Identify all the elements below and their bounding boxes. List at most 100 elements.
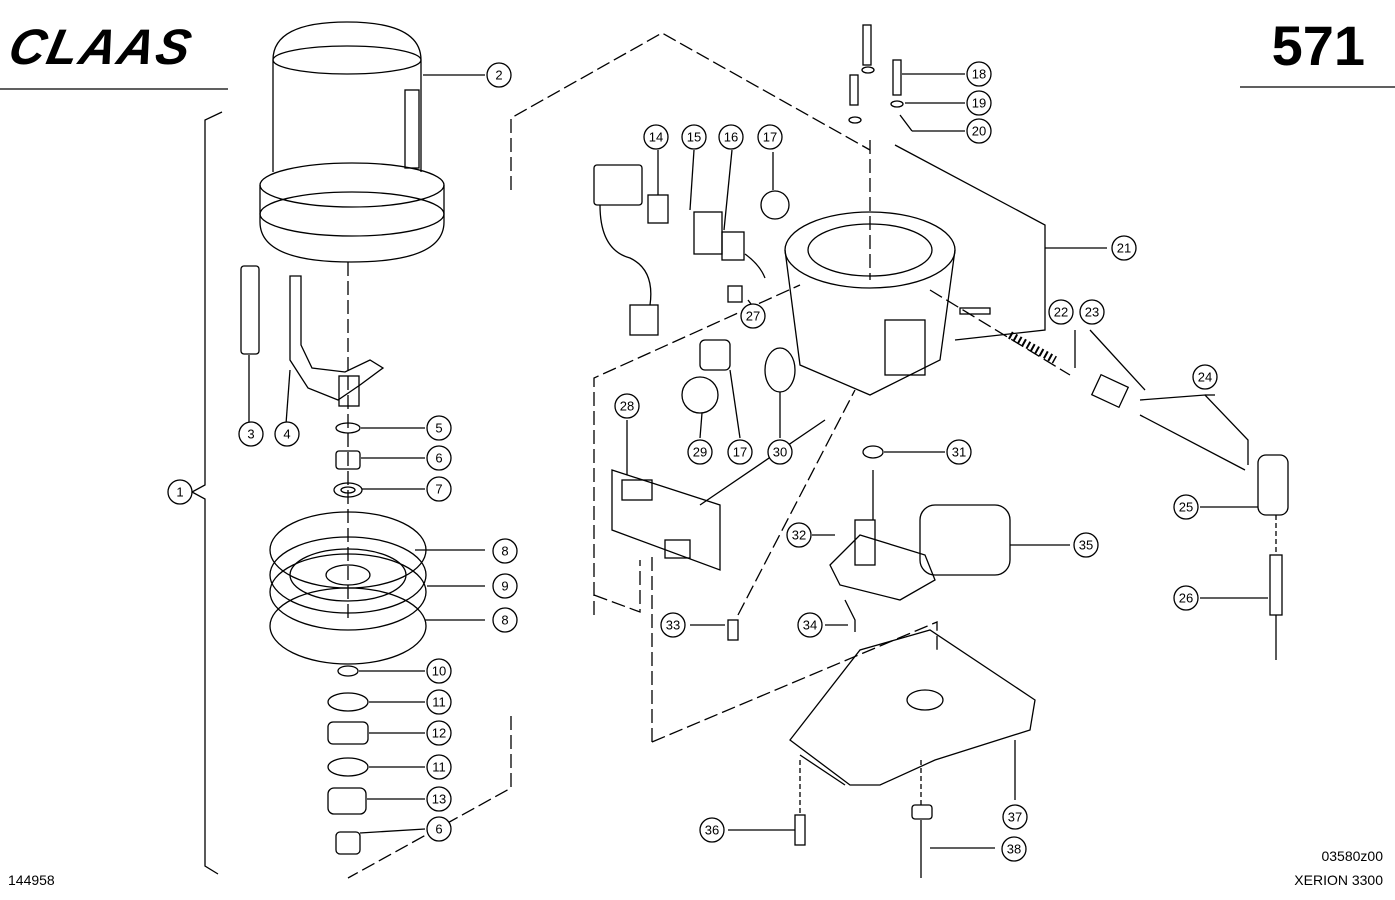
callout-label: 19 [972, 96, 986, 111]
callout-label: 12 [432, 726, 446, 741]
drawing-code: 03580z00 [1321, 848, 1383, 864]
callout-label: 10 [432, 664, 446, 679]
callout-c35: 35 [1073, 532, 1099, 558]
reservoir-container [259, 21, 445, 263]
circlip-11a [327, 692, 369, 712]
callout-label: 11 [432, 760, 446, 775]
circlip-11b [327, 757, 369, 777]
callout-label: 28 [620, 399, 634, 414]
callout-c33: 33 [660, 612, 686, 638]
callout-c36: 36 [699, 817, 725, 843]
callout-c8a: 8 [492, 538, 518, 564]
callout-c8b: 8 [492, 607, 518, 633]
bearing-13 [327, 787, 367, 815]
callout-c23: 23 [1079, 299, 1105, 325]
callout-c26: 26 [1173, 585, 1199, 611]
callout-label: 22 [1054, 305, 1068, 320]
callout-label: 6 [435, 451, 442, 466]
callout-c14: 14 [643, 124, 669, 150]
callout-c20: 20 [966, 118, 992, 144]
callout-c2: 2 [486, 62, 512, 88]
callout-label: 13 [432, 792, 446, 807]
callout-label: 27 [746, 309, 760, 324]
callout-c34: 34 [797, 612, 823, 638]
callout-c24: 24 [1192, 364, 1218, 390]
callout-c28: 28 [614, 393, 640, 419]
callout-label: 30 [773, 445, 787, 460]
callout-label: 37 [1008, 810, 1022, 825]
callout-label: 32 [792, 528, 806, 543]
callout-c38: 38 [1001, 836, 1027, 862]
callout-label: 15 [687, 130, 701, 145]
callout-label: 17 [763, 130, 777, 145]
callout-c25: 25 [1173, 494, 1199, 520]
callout-c32: 32 [786, 522, 812, 548]
callout-c13: 13 [426, 786, 452, 812]
claas-logo: CLAAS [4, 19, 199, 75]
callout-c29: 29 [687, 439, 713, 465]
machine-model: XERION 3300 [1294, 872, 1383, 888]
callout-label: 24 [1198, 370, 1212, 385]
callout-c30: 30 [767, 439, 793, 465]
callout-label: 35 [1079, 538, 1093, 553]
assembly-bracket [190, 111, 223, 875]
callout-label: 9 [501, 579, 508, 594]
callout-label: 23 [1085, 305, 1099, 320]
follower-paddle [289, 275, 385, 401]
bushing-6b [335, 831, 361, 855]
callout-c5: 5 [426, 415, 452, 441]
callout-label: 26 [1179, 591, 1193, 606]
callout-label: 3 [247, 427, 254, 442]
sleeve-12 [327, 721, 369, 745]
callout-label: 25 [1179, 500, 1193, 515]
callout-label: 18 [972, 67, 986, 82]
callout-label: 6 [435, 822, 442, 837]
pump-housing [784, 144, 1046, 396]
callout-label: 36 [705, 823, 719, 838]
callout-c37: 37 [1002, 804, 1028, 830]
callout-c16: 16 [718, 124, 744, 150]
callout-label: 8 [501, 613, 508, 628]
callout-c18: 18 [966, 61, 992, 87]
washer-10 [337, 665, 359, 677]
callout-c4: 4 [274, 421, 300, 447]
callout-c10: 10 [426, 658, 452, 684]
callout-c27: 27 [740, 303, 766, 329]
callout-c31: 31 [946, 439, 972, 465]
callout-c9: 9 [492, 573, 518, 599]
callout-label: 14 [649, 130, 663, 145]
seal-31 [862, 445, 884, 459]
callout-c21: 21 [1111, 235, 1137, 261]
callout-c11b: 11 [426, 754, 452, 780]
callout-label: 4 [283, 427, 290, 442]
callout-label: 7 [435, 482, 442, 497]
base-plate [789, 629, 1036, 786]
callout-c12: 12 [426, 720, 452, 746]
seal-7 [333, 482, 363, 498]
gear-motor [829, 504, 1011, 601]
callout-c22: 22 [1048, 299, 1074, 325]
filter-strip [240, 265, 260, 355]
callout-label: 34 [803, 618, 817, 633]
document-number: 144958 [8, 872, 55, 888]
callout-label: 8 [501, 544, 508, 559]
callout-label: 20 [972, 124, 986, 139]
callout-c17a: 17 [757, 124, 783, 150]
callout-c3: 3 [238, 421, 264, 447]
callout-c17b: 17 [727, 439, 753, 465]
callout-label: 38 [1007, 842, 1021, 857]
callout-c6b: 6 [426, 816, 452, 842]
callout-c15: 15 [681, 124, 707, 150]
callout-label: 21 [1117, 241, 1131, 256]
callout-label: 2 [495, 68, 502, 83]
callout-label: 1 [176, 485, 183, 500]
callout-c19: 19 [966, 90, 992, 116]
callout-label: 16 [724, 130, 738, 145]
callout-c11a: 11 [426, 689, 452, 715]
callout-c7: 7 [426, 476, 452, 502]
circuit-board [611, 469, 721, 571]
page-number: 571 [1271, 14, 1365, 77]
callout-label: 31 [952, 445, 966, 460]
